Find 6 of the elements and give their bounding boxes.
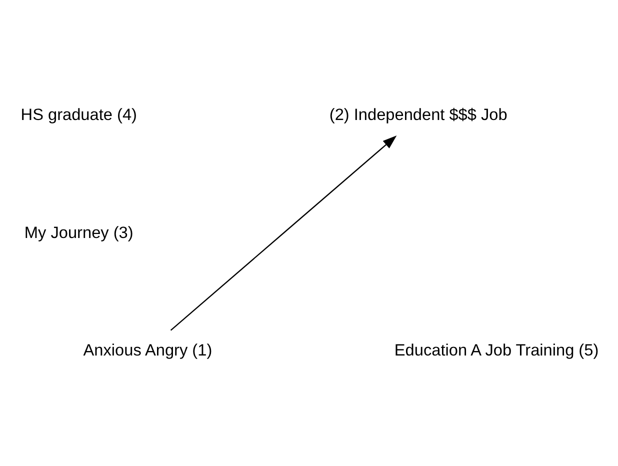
label: Education A Job Training (5) xyxy=(394,341,599,360)
label: My Journey (3) xyxy=(24,223,134,242)
label: HS graduate (4) xyxy=(20,105,137,124)
arrow xyxy=(170,135,397,330)
node-text: Anxious Angry (1) xyxy=(83,341,212,360)
node-text: (2) Independent $$$ Job xyxy=(329,105,508,124)
